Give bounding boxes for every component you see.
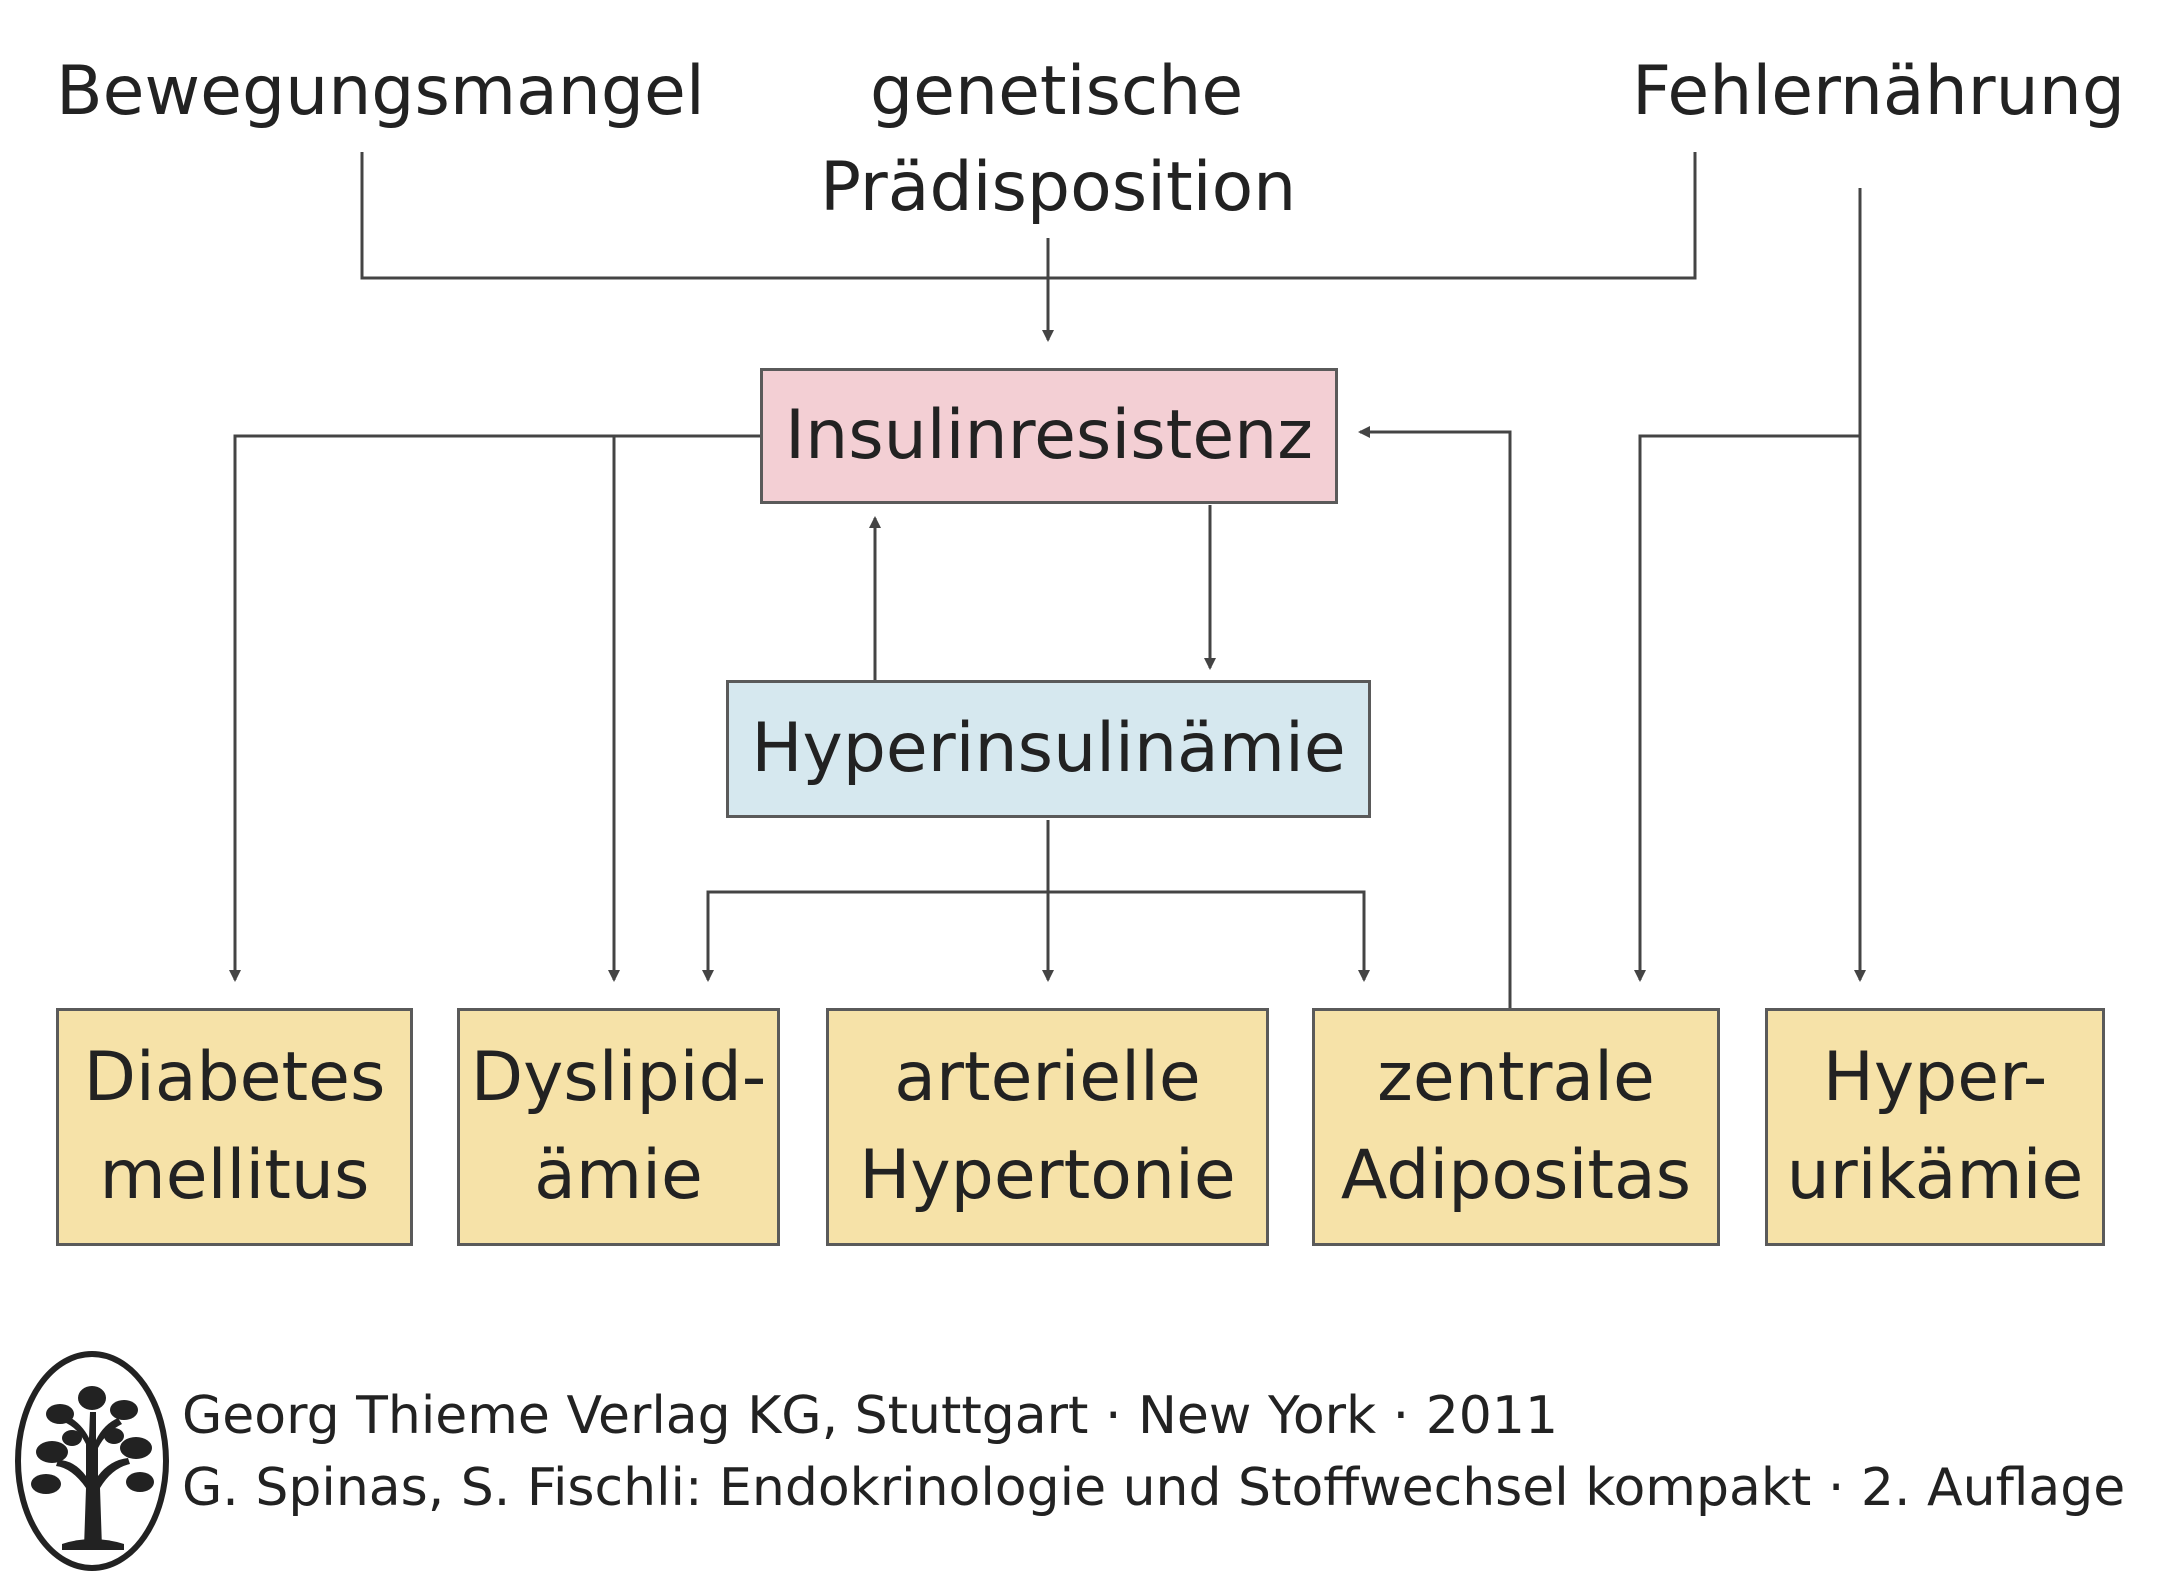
cause-fehlernaehrung: Fehlernährung bbox=[1632, 52, 2125, 131]
box-diabetes-mellitus: Diabetes mellitus bbox=[56, 1008, 413, 1246]
outcome-line2: mellitus bbox=[99, 1136, 370, 1215]
thieme-tree-logo-icon bbox=[15, 1351, 169, 1571]
outcome-line2: ämie bbox=[534, 1136, 703, 1215]
outcome-line1: Hyper- bbox=[1822, 1038, 2048, 1117]
hyperinsulinaemie-to-adipositas bbox=[1048, 890, 1370, 982]
outcome-line1: Diabetes bbox=[83, 1038, 386, 1117]
footer-book: G. Spinas, S. Fischli: Endokrinologie un… bbox=[182, 1458, 2126, 1518]
box-arterielle-hypertonie: arterielle Hypertonie bbox=[826, 1008, 1269, 1246]
outcome-line2: urikämie bbox=[1786, 1136, 2084, 1215]
fehlernaehrung-to-adipositas bbox=[1634, 434, 1860, 982]
hyperinsulinaemie-to-dyslipidaemie bbox=[702, 890, 1048, 982]
cause-bewegungsmangel: Bewegungsmangel bbox=[56, 52, 705, 131]
outcome-line1: Dyslipid- bbox=[470, 1038, 767, 1117]
label-insulinresistenz: Insulinresistenz bbox=[785, 396, 1313, 475]
box-insulinresistenz: Insulinresistenz bbox=[760, 368, 1338, 504]
box-zentrale-adipositas: zentrale Adipositas bbox=[1312, 1008, 1720, 1246]
cause-genetische-line2: Prädisposition bbox=[820, 148, 1297, 227]
cause-bracket-line bbox=[360, 152, 1697, 280]
cause-genetische-line1: genetische bbox=[870, 52, 1244, 131]
footer-credit: Georg Thieme Verlag KG, Stuttgart · New … bbox=[182, 1380, 2125, 1524]
adipositas-to-insulinresistenz bbox=[1358, 426, 1512, 1008]
footer-publisher: Georg Thieme Verlag KG, Stuttgart · New … bbox=[182, 1386, 1559, 1446]
outcome-line2: Adipositas bbox=[1340, 1136, 1692, 1215]
box-hyperinsulinaemie: Hyperinsulinämie bbox=[726, 680, 1371, 818]
outcome-line2: Hypertonie bbox=[859, 1136, 1236, 1215]
label-hyperinsulinaemie: Hyperinsulinämie bbox=[751, 709, 1346, 788]
box-hyperurikaemie: Hyper- urikämie bbox=[1765, 1008, 2105, 1246]
outcome-line1: arterielle bbox=[894, 1038, 1201, 1117]
box-dyslipidaemie: Dyslipid- ämie bbox=[457, 1008, 780, 1246]
outcome-line1: zentrale bbox=[1377, 1038, 1655, 1117]
insulinresistenz-to-diabetes bbox=[229, 434, 762, 982]
